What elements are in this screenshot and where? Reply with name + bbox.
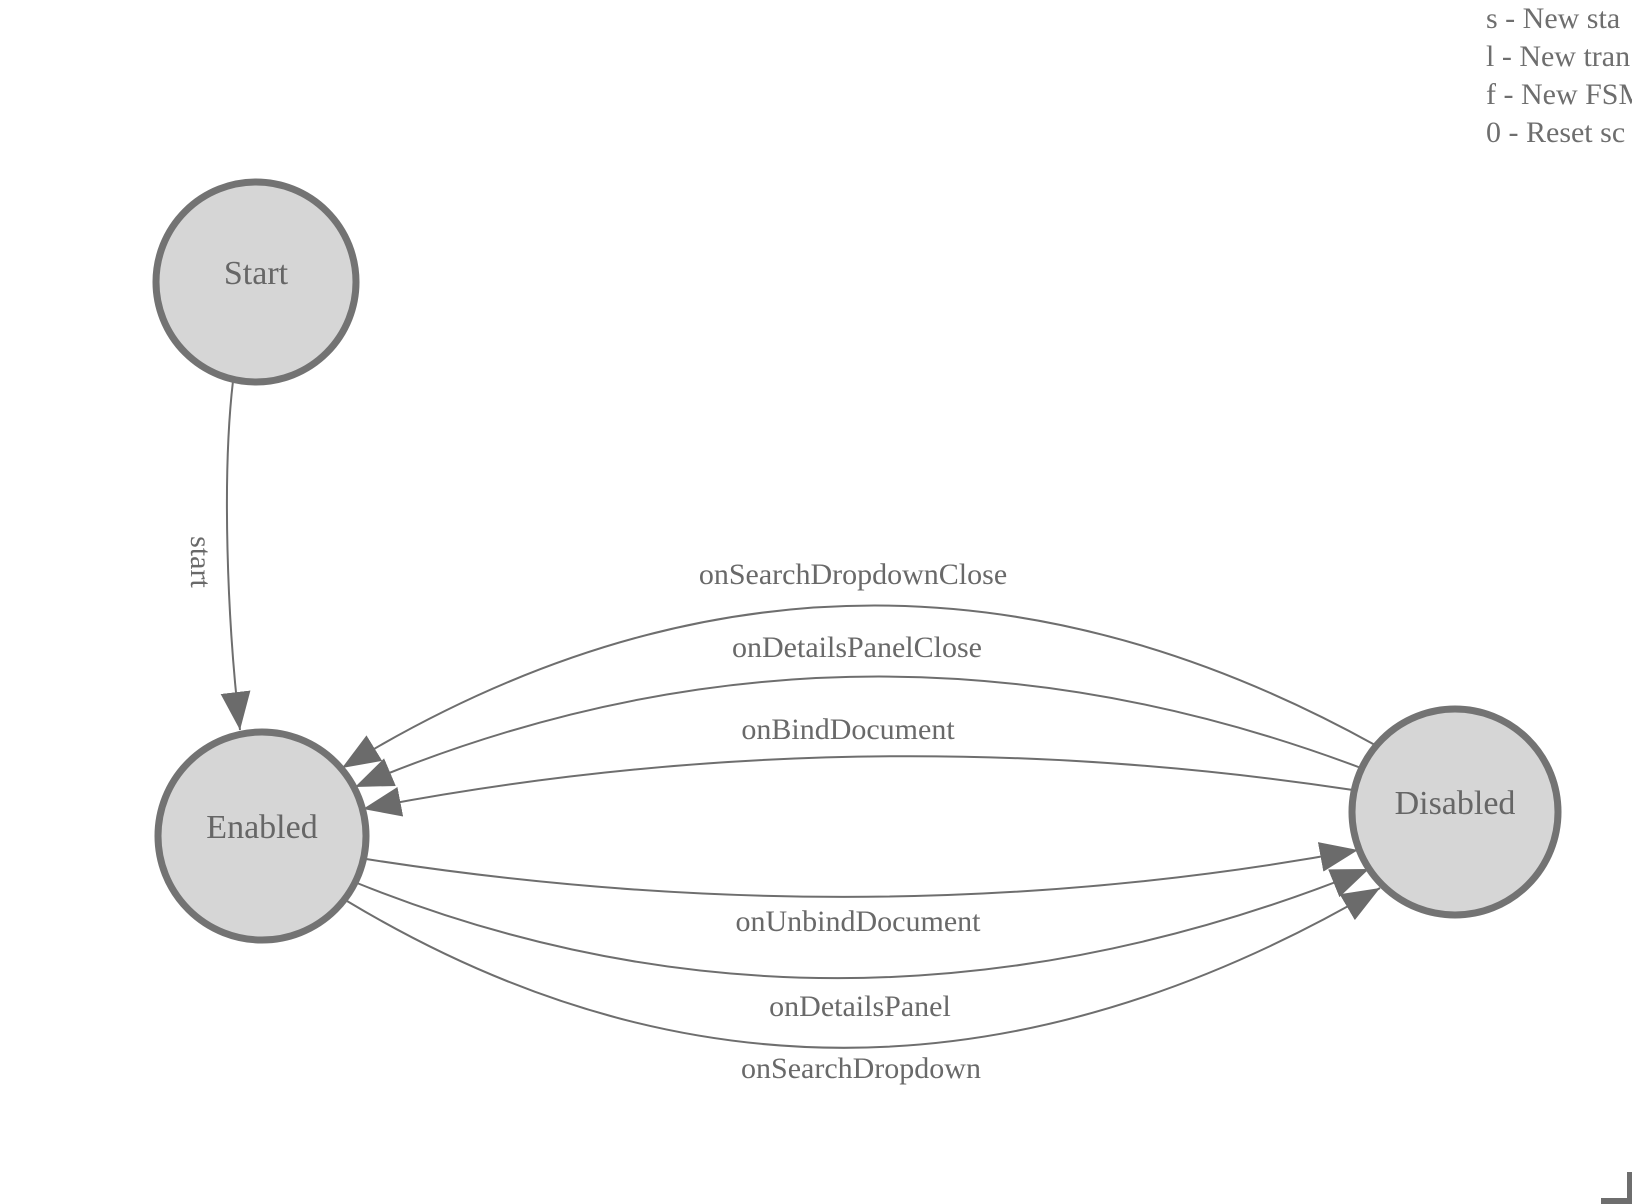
state-node-disabled[interactable]: Disabled bbox=[1348, 705, 1562, 919]
transition-onDetailsPanel[interactable]: onDetailsPanel bbox=[356, 868, 1370, 1023]
legend-line-new-transition: l - New tran bbox=[1486, 40, 1630, 73]
transition-onBindDocument-label[interactable]: onBindDocument bbox=[741, 713, 955, 746]
transition-onUnbindDocument-path[interactable] bbox=[365, 842, 1359, 898]
transition-onBindDocument-path[interactable] bbox=[362, 755, 1354, 817]
transition-onDetailsPanelClose-label[interactable]: onDetailsPanelClose bbox=[732, 631, 982, 664]
transition-onSearchDropdownClose-path[interactable] bbox=[341, 604, 1376, 769]
state-label-start[interactable]: Start bbox=[224, 255, 289, 292]
corner-bracket-horizontal bbox=[1601, 1198, 1632, 1204]
state-circle-enabled[interactable] bbox=[154, 728, 370, 944]
state-label-enabled[interactable]: Enabled bbox=[206, 809, 317, 846]
legend-line-new-state: s - New sta bbox=[1486, 2, 1620, 35]
state-label-disabled[interactable]: Disabled bbox=[1395, 785, 1516, 822]
transition-onDetailsPanelClose[interactable]: onDetailsPanelClose bbox=[354, 631, 1362, 788]
transition-onDetailsPanel-path[interactable] bbox=[356, 868, 1370, 980]
legend-line-new-fsm: f - New FSM bbox=[1486, 78, 1632, 111]
transition-onSearchDropdown-label[interactable]: onSearchDropdown bbox=[741, 1052, 981, 1085]
state-node-start[interactable]: Start bbox=[152, 178, 360, 386]
transition-onSearchDropdownClose[interactable]: onSearchDropdownClose bbox=[341, 558, 1376, 769]
transition-onSearchDropdown[interactable]: onSearchDropdown bbox=[346, 887, 1381, 1085]
legend: s - New sta l - New tran f - New FSM 0 -… bbox=[1486, 2, 1632, 149]
transition-onUnbindDocument-label[interactable]: onUnbindDocument bbox=[736, 905, 982, 938]
state-circle-disabled[interactable] bbox=[1348, 705, 1562, 919]
state-node-enabled[interactable]: Enabled bbox=[154, 728, 370, 944]
offscreen-corner-bracket bbox=[1601, 1172, 1632, 1204]
transition-onDetailsPanel-label[interactable]: onDetailsPanel bbox=[769, 990, 951, 1023]
transition-start-label[interactable]: start bbox=[184, 536, 217, 588]
state-circle-start[interactable] bbox=[152, 178, 360, 386]
transition-start-path[interactable] bbox=[220, 380, 251, 731]
transition-onSearchDropdown-path[interactable] bbox=[346, 887, 1381, 1049]
transition-start[interactable]: start bbox=[184, 380, 251, 731]
corner-bracket-vertical bbox=[1627, 1172, 1632, 1204]
transition-onBindDocument[interactable]: onBindDocument bbox=[362, 713, 1354, 817]
transition-onUnbindDocument[interactable]: onUnbindDocument bbox=[365, 842, 1359, 938]
transition-onDetailsPanelClose-path[interactable] bbox=[354, 675, 1362, 788]
transition-onSearchDropdownClose-label[interactable]: onSearchDropdownClose bbox=[699, 558, 1007, 591]
legend-line-reset: 0 - Reset sc bbox=[1486, 116, 1625, 149]
